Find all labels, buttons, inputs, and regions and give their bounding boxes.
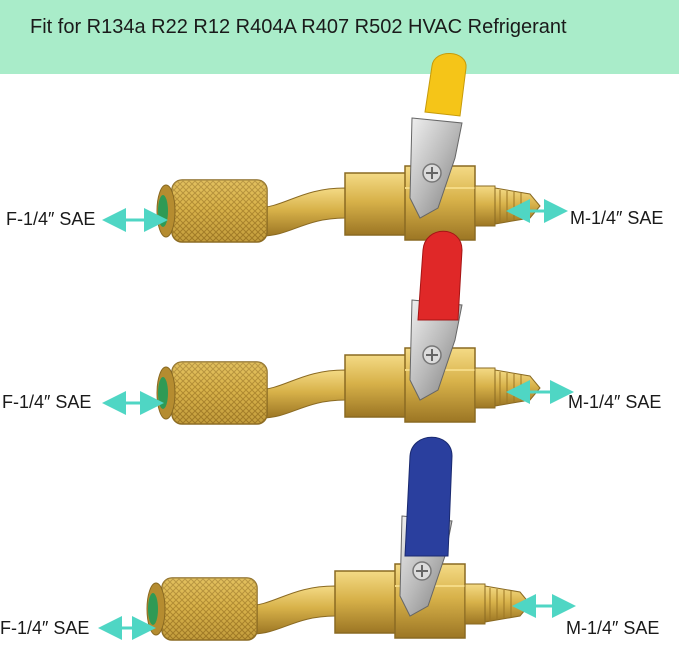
handle-cover-yellow — [424, 53, 467, 117]
banner-title: Fit for R134a R22 R12 R404A R407 R502 HV… — [30, 16, 567, 38]
right-label-2: M-1/4″ SAE — [568, 392, 662, 412]
left-label-2: F-1/4″ SAE — [2, 392, 92, 412]
left-label-3: F-1/4″ SAE — [0, 618, 90, 638]
valve-assembly-1 — [156, 53, 541, 243]
right-label-1: M-1/4″ SAE — [570, 208, 664, 228]
right-label-3: M-1/4″ SAE — [566, 618, 660, 638]
handle-cover-blue — [404, 436, 453, 557]
left-label-1: F-1/4″ SAE — [6, 209, 96, 229]
valve-assembly-3 — [146, 436, 531, 641]
handle-cover-red — [417, 230, 463, 321]
valve-assembly-2 — [156, 230, 541, 425]
title-banner: Fit for R134a R22 R12 R404A R407 R502 HV… — [0, 0, 679, 74]
